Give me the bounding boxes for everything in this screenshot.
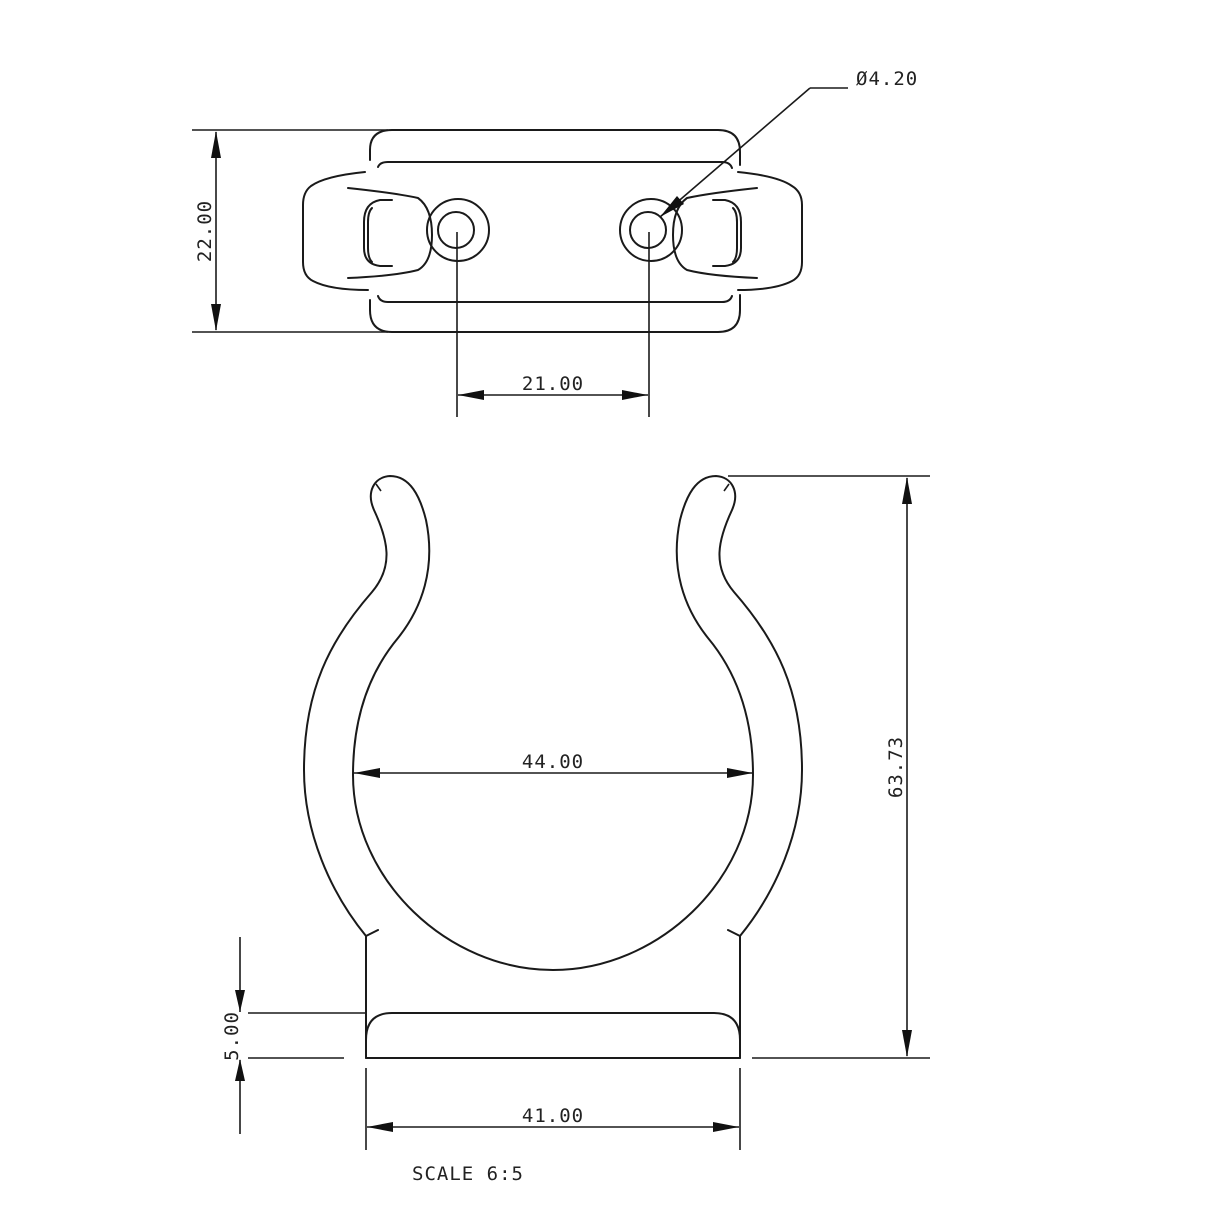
- dim-base-width-41: 41.00: [365, 1068, 741, 1150]
- right-hole: [629, 211, 667, 249]
- dim-inner-diameter-44-label: 44.00: [522, 751, 584, 773]
- scale-label: SCALE 6:5: [412, 1163, 524, 1185]
- right-junction: [727, 929, 741, 1059]
- dim-height-22-label: 22.00: [194, 200, 216, 262]
- top-view: 22.00 21.00 Ø4.20: [192, 68, 918, 417]
- base-block: [365, 1012, 741, 1059]
- dim-overall-height-63-label: 63.73: [885, 736, 907, 798]
- dim-overall-height-63: 63.73: [728, 475, 930, 1059]
- dim-hole-diameter-leader: Ø4.20: [659, 68, 918, 218]
- dim-hole-spacing-21-label: 21.00: [522, 373, 584, 395]
- left-wing-inner: [347, 187, 433, 279]
- right-slot: [712, 199, 742, 267]
- top-view-body-outline: [369, 129, 741, 333]
- dim-hole-diameter-label: Ø4.20: [856, 68, 918, 90]
- right-hole-boss: [619, 198, 683, 262]
- left-hole-boss: [426, 198, 490, 262]
- arm-tip-marks: [375, 483, 730, 492]
- left-hole: [437, 211, 475, 249]
- dim-base-thickness-5-label: 5.00: [221, 1011, 243, 1061]
- dim-height-22: 22.00: [192, 129, 388, 333]
- left-wing-tab: [302, 171, 369, 291]
- left-arm-outline: [303, 475, 803, 971]
- dim-base-thickness-5: 5.00: [221, 937, 366, 1134]
- front-view: 44.00 63.73 5.00 41.00: [221, 475, 930, 1150]
- left-slot: [363, 199, 393, 267]
- dim-hole-spacing-21: 21.00: [456, 232, 650, 417]
- left-junction: [365, 929, 379, 1059]
- right-wing-tab: [737, 171, 803, 291]
- dim-base-width-41-label: 41.00: [522, 1105, 584, 1127]
- right-wing-inner: [672, 187, 758, 279]
- dim-inner-diameter-44: 44.00: [354, 751, 753, 778]
- top-view-inner-lines: [377, 161, 733, 303]
